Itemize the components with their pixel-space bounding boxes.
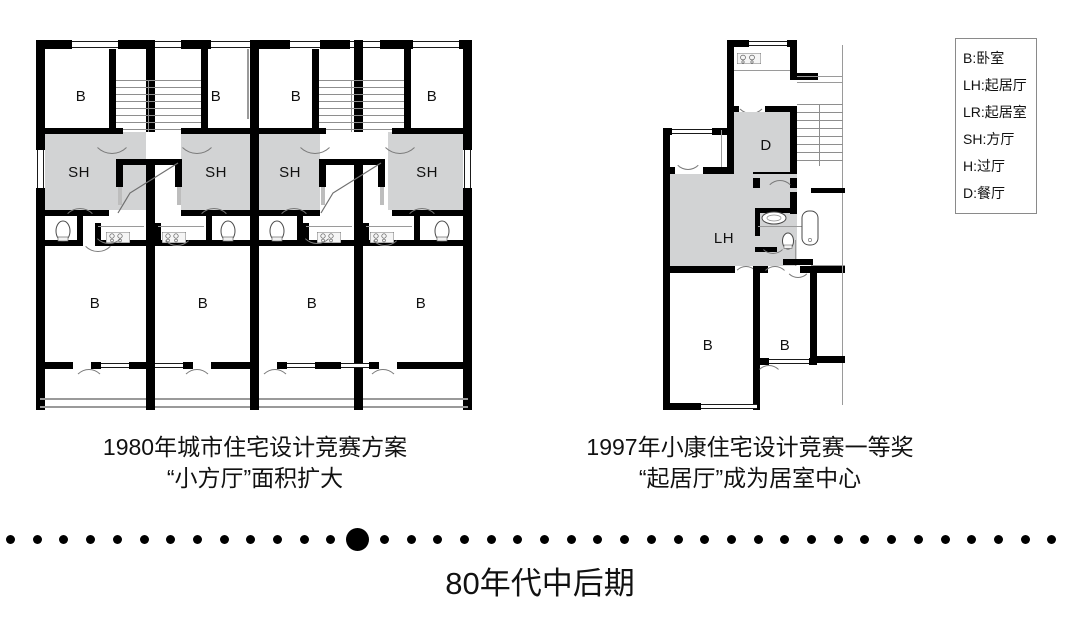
caption-plan-1997: 1997年小康住宅设计竞赛一等奖 “起居厅”成为居室中心	[550, 432, 950, 494]
timeline-dot	[192, 535, 202, 544]
room-label-b9: B	[702, 337, 714, 354]
room-label-lh: LH	[713, 230, 735, 247]
caption-1980-line2: “小方厅”面积扩大	[166, 465, 344, 491]
timeline	[0, 527, 1080, 553]
timeline-dot	[726, 535, 736, 544]
timeline-dot	[807, 535, 816, 544]
caption-1997-line1: 1997年小康住宅设计竞赛一等奖	[586, 434, 914, 460]
timeline-dot	[646, 535, 656, 544]
timeline-dot	[780, 535, 790, 544]
legend-row-lr: LR:起居室	[963, 104, 1027, 120]
timeline-dot	[833, 535, 843, 544]
room-label-b2: B	[210, 88, 222, 105]
room-label-b5: B	[89, 295, 101, 312]
room-label-sh3: SH	[279, 164, 301, 181]
timeline-dot	[913, 535, 923, 544]
timeline-dot	[993, 535, 1003, 544]
caption-1980-line1: 1980年城市住宅设计竞赛方案	[102, 434, 408, 460]
timeline-dot	[967, 535, 977, 544]
timeline-dot	[86, 535, 96, 544]
timeline-dot	[513, 535, 523, 544]
room-label-b6: B	[197, 295, 209, 312]
legend-row-lh: LH:起居厅	[963, 77, 1027, 93]
room-label-b7: B	[306, 295, 318, 312]
timeline-dot	[860, 535, 870, 544]
caption-1997-line2: “起居厅”成为居室中心	[638, 465, 862, 491]
timeline-dot	[59, 535, 69, 544]
timeline-dot	[620, 535, 630, 544]
timeline-dot	[673, 535, 683, 544]
timeline-dot	[433, 535, 443, 544]
legend-box: B:卧室 LH:起居厅 LR:起居室 SH:方厅 H:过厅 D:餐厅	[955, 38, 1037, 214]
room-label-b4: B	[426, 88, 438, 105]
room-label-sh1: SH	[68, 164, 90, 181]
timeline-dot	[566, 535, 576, 544]
timeline-dot	[139, 535, 149, 544]
timeline-dot	[540, 535, 549, 544]
timeline-dot	[1020, 535, 1030, 544]
room-label-sh2: SH	[205, 164, 227, 181]
timeline-dot	[299, 535, 309, 544]
era-label: 80年代中后期	[445, 566, 635, 601]
floor-plan-1980: B B B B SH SH SH SH B B B B	[36, 40, 472, 410]
room-label-sh4: SH	[416, 164, 438, 181]
timeline-dot	[406, 535, 416, 544]
caption-plan-1980: 1980年城市住宅设计竞赛方案 “小方厅”面积扩大	[60, 432, 450, 494]
timeline-dot	[593, 535, 603, 544]
timeline-dot	[379, 535, 389, 544]
timeline-marker-dot	[346, 528, 370, 551]
timeline-dot	[32, 535, 42, 544]
timeline-dot	[486, 535, 496, 544]
legend-row-h: H:过厅	[963, 158, 1005, 174]
timeline-dot	[246, 535, 256, 544]
timeline-dot	[219, 535, 229, 544]
room-label-b8: B	[415, 295, 427, 312]
timeline-dot	[6, 535, 15, 544]
room-label-b1: B	[75, 88, 87, 105]
timeline-dot	[166, 535, 176, 544]
timeline-dot	[326, 535, 336, 544]
timeline-dot	[887, 535, 897, 544]
timeline-dot	[273, 535, 282, 544]
timeline-dot	[700, 535, 710, 544]
legend-row-d: D:餐厅	[963, 185, 1005, 201]
room-label-b10: B	[779, 337, 791, 354]
room-label-b3: B	[290, 88, 302, 105]
timeline-dot	[940, 535, 950, 544]
room-label-d: D	[760, 137, 772, 154]
floor-plan-1997: D LH B B	[655, 40, 845, 410]
legend-row-b: B:卧室	[963, 50, 1005, 66]
timeline-dot	[459, 535, 469, 544]
timeline-dot	[1047, 535, 1057, 544]
legend-row-sh: SH:方厅	[963, 131, 1015, 147]
timeline-dot	[753, 535, 763, 544]
timeline-dot	[112, 535, 122, 544]
